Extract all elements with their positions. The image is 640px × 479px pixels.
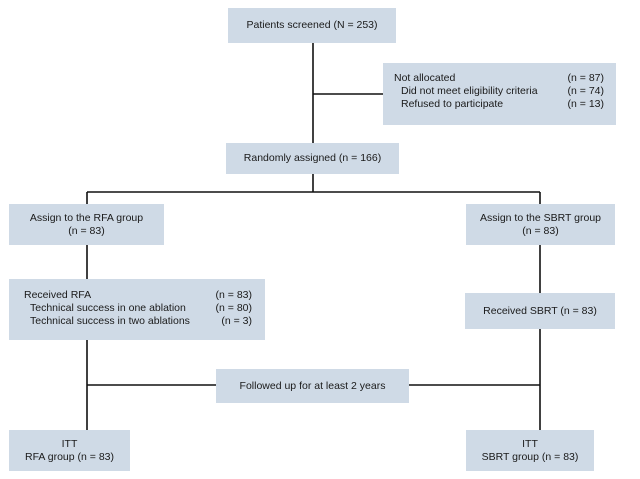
assign-sbrt-line2: (n = 83) [522,224,559,237]
received-rfa-text: Received RFA [24,289,92,301]
one-ablation-n: (n = 80) [215,302,252,314]
two-ablations-text: Technical success in two ablations [30,315,190,327]
followup-label: Followed up for at least 2 years [239,379,386,392]
itt-sbrt-line1: ITT [522,437,538,450]
itt-rfa-box: ITT RFA group (n = 83) [9,430,130,471]
screened-label: Patients screened (N = 253) [246,19,378,31]
received-sbrt-label: Received SBRT (n = 83) [483,304,597,317]
received-sbrt-box: Received SBRT (n = 83) [465,293,615,329]
two-ablations-row: Technical success in two ablations (n = … [24,315,252,328]
ineligible-n: (n = 74) [567,85,604,97]
not-allocated-box: Not allocated (n = 87) Did not meet elig… [383,63,616,125]
ineligible-text: Did not meet eligibility criteria [401,85,538,97]
refused-text: Refused to participate [401,98,504,110]
randomized-box: Randomly assigned (n = 166) [226,143,399,174]
assign-sbrt-box: Assign to the SBRT group (n = 83) [466,204,615,245]
itt-sbrt-box: ITT SBRT group (n = 83) [466,430,594,471]
two-ablations-n: (n = 3) [221,315,252,327]
screened-box: Patients screened (N = 253) [228,8,396,43]
randomized-label: Randomly assigned (n = 166) [243,152,382,164]
assign-rfa-box: Assign to the RFA group (n = 83) [9,204,164,245]
followup-box: Followed up for at least 2 years [216,369,409,403]
refused-n: (n = 13) [567,98,604,110]
assign-rfa-line1: Assign to the RFA group [29,211,144,224]
itt-sbrt-line2: SBRT group (n = 83) [481,450,579,463]
received-rfa-n: (n = 83) [215,289,252,301]
not-allocated-n: (n = 87) [567,72,604,84]
received-rfa-box: Received RFA (n = 83) Technical success … [9,279,265,340]
not-allocated-row: Not allocated (n = 87) [394,72,604,85]
not-allocated-text: Not allocated [394,72,456,84]
assign-sbrt-line1: Assign to the SBRT group [479,211,602,224]
one-ablation-text: Technical success in one ablation [30,302,186,314]
assign-rfa-line2: (n = 83) [68,224,105,237]
received-rfa-row: Received RFA (n = 83) [24,289,252,302]
one-ablation-row: Technical success in one ablation (n = 8… [24,302,252,315]
refused-row: Refused to participate (n = 13) [394,98,604,111]
itt-rfa-line1: ITT [61,437,78,450]
ineligible-row: Did not meet eligibility criteria (n = 7… [394,85,604,98]
itt-rfa-line2: RFA group (n = 83) [24,450,114,463]
